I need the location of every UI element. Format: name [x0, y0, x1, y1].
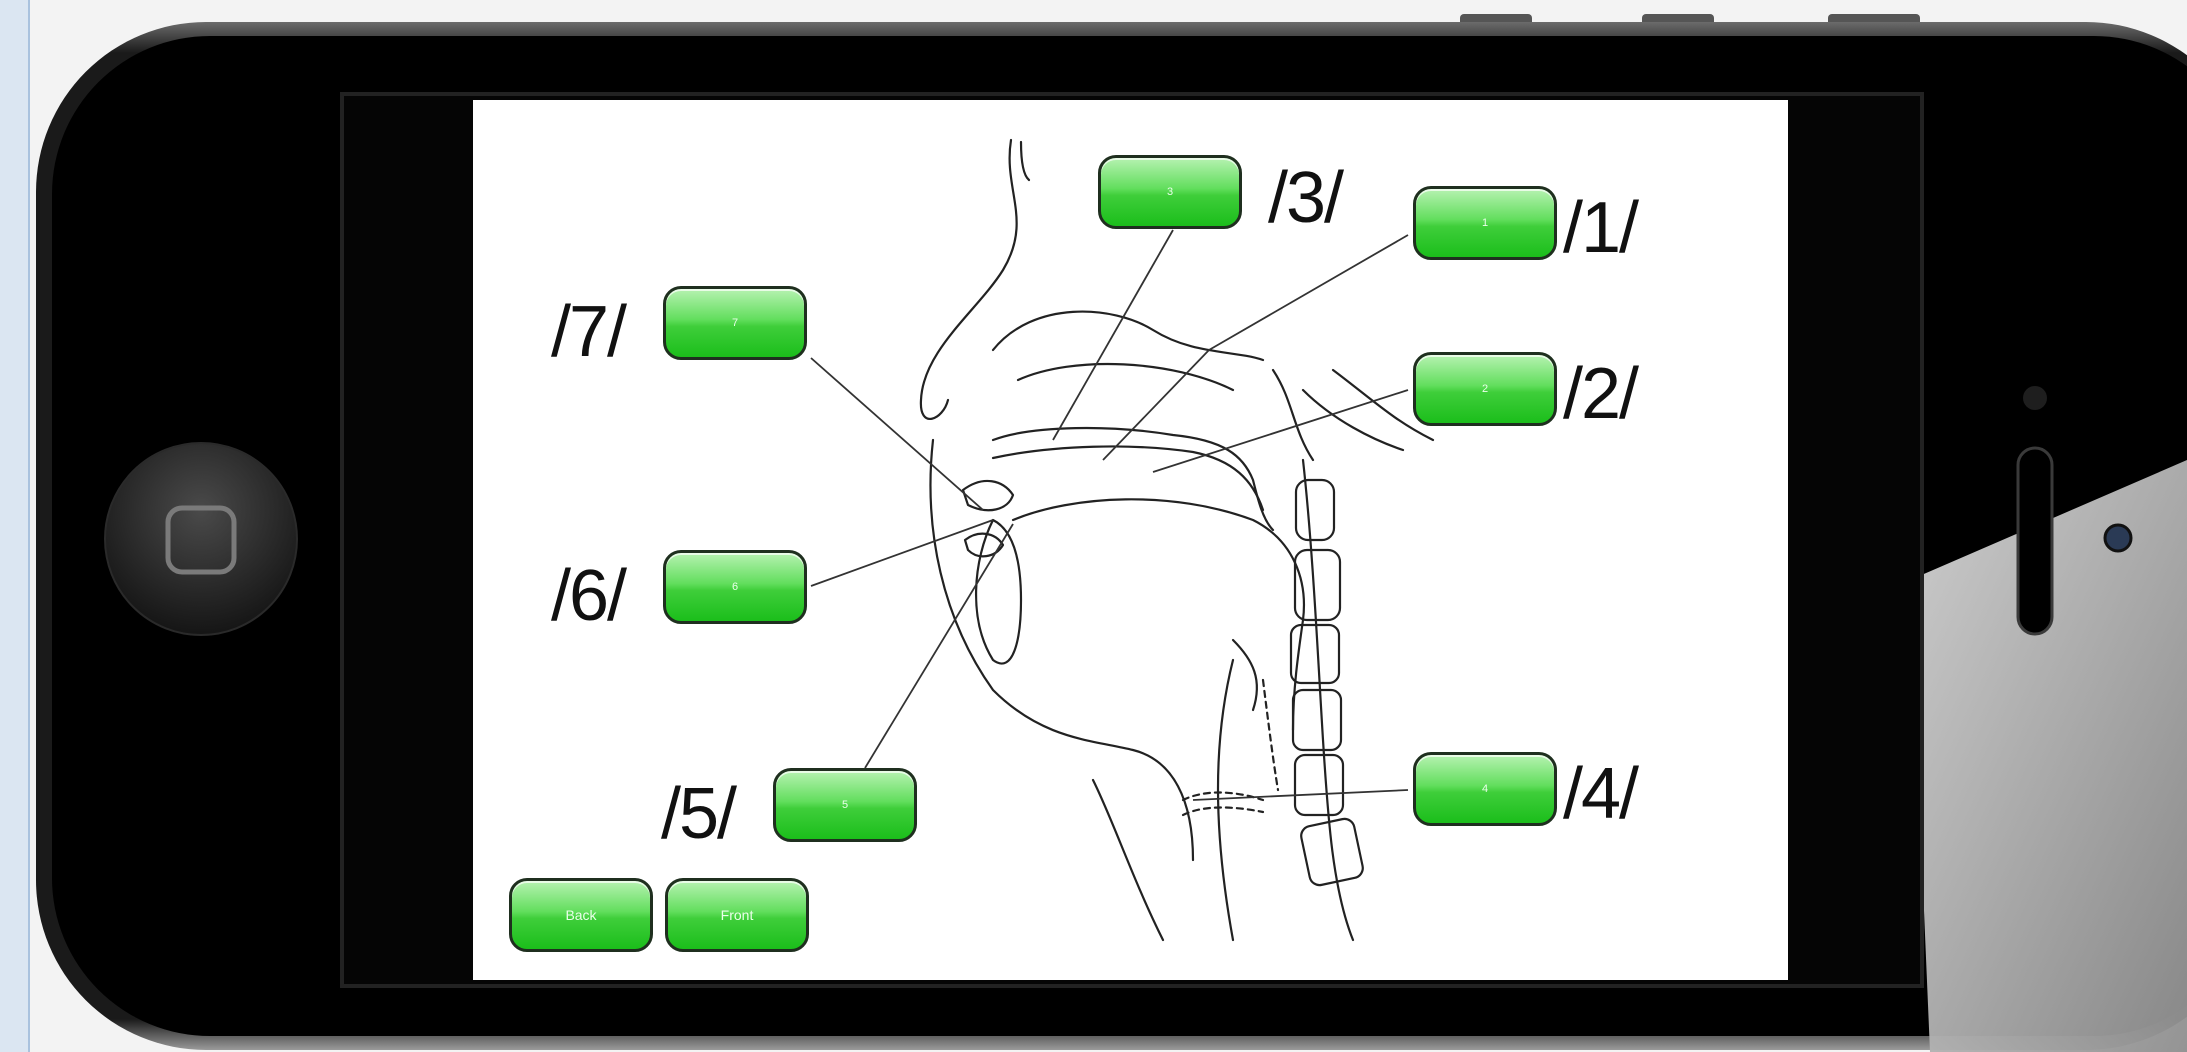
place-button-5[interactable]: 5 [773, 768, 917, 842]
place-button-1[interactable]: 1 [1413, 186, 1557, 260]
label-1: /1/ [1563, 192, 1637, 264]
place-button-2[interactable]: 2 [1413, 352, 1557, 426]
label-4: /4/ [1563, 758, 1637, 830]
place-button-3[interactable]: 3 [1098, 155, 1242, 229]
place-button-7[interactable]: 7 [663, 286, 807, 360]
label-3: /3/ [1268, 162, 1342, 234]
place-button-6[interactable]: 6 [663, 550, 807, 624]
app-screen: 3 /3/ 1 /1/ 7 /7/ 2 /2/ 6 /6/ 5 /5/ 4 /4… [473, 100, 1788, 980]
place-button-4[interactable]: 4 [1413, 752, 1557, 826]
back-button[interactable]: Back [509, 878, 653, 952]
label-6: /6/ [551, 560, 625, 632]
label-2: /2/ [1563, 358, 1637, 430]
label-5: /5/ [661, 778, 735, 850]
home-button[interactable] [105, 443, 297, 635]
label-7: /7/ [551, 296, 625, 368]
front-button[interactable]: Front [665, 878, 809, 952]
